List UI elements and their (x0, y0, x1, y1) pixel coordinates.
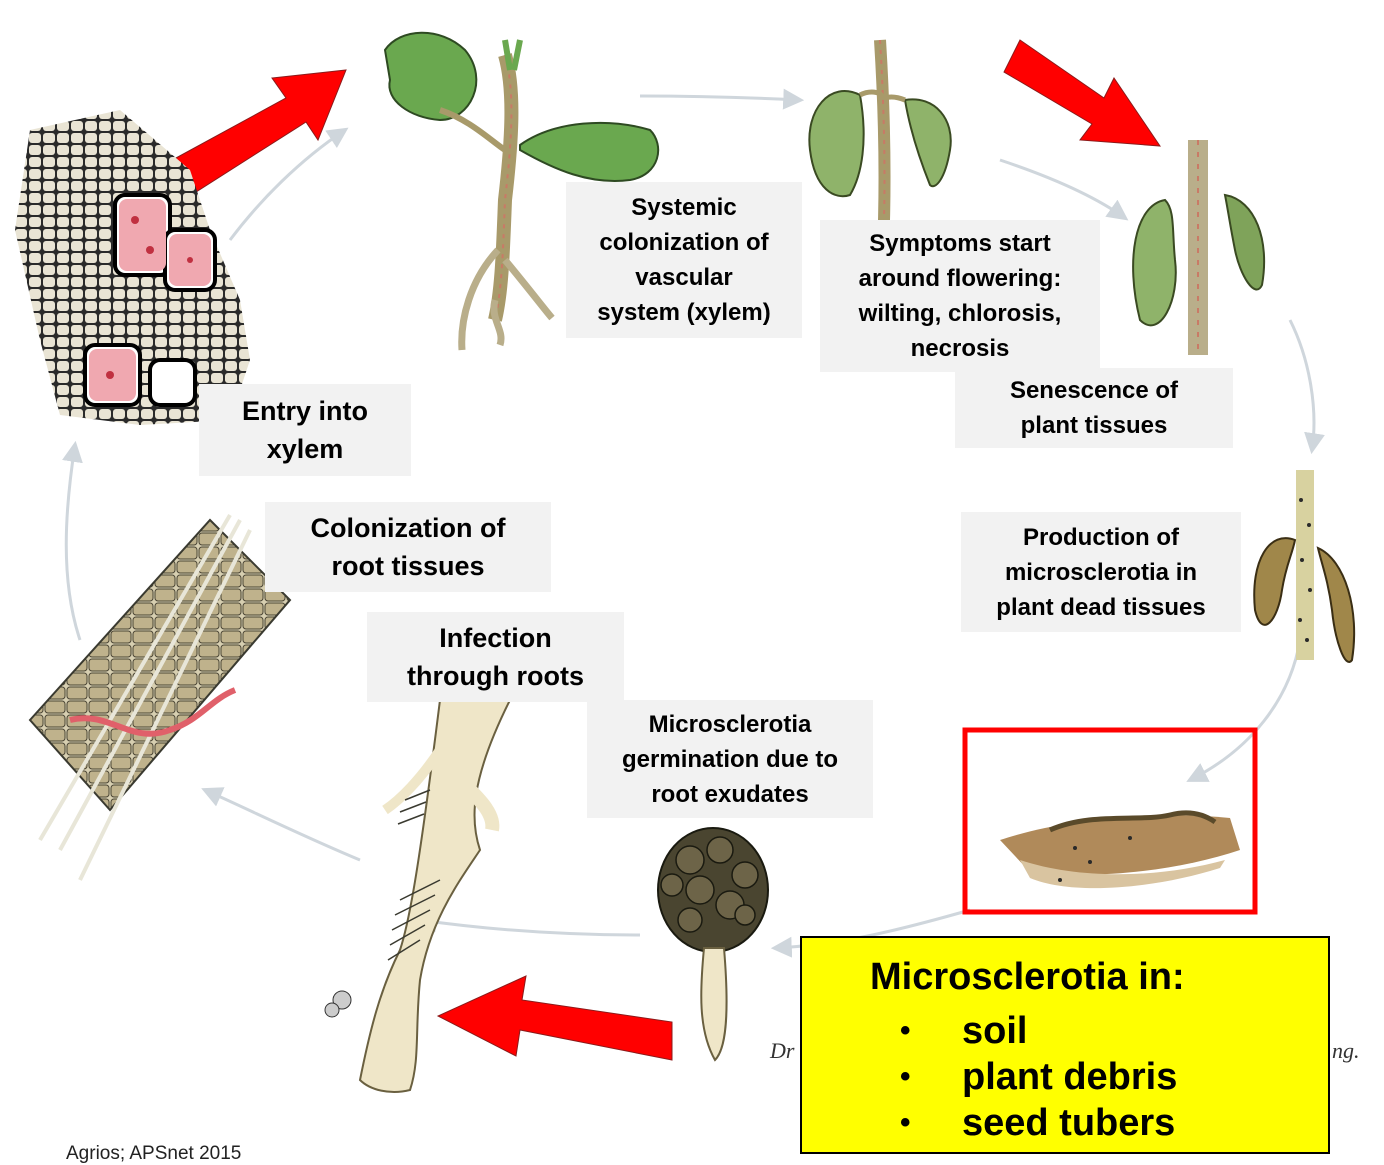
label-symptoms: Symptoms start around flowering: wilting… (820, 220, 1100, 372)
root-tissue-icon (30, 515, 290, 880)
inoculum-source-item: seed tubers (900, 1100, 1177, 1146)
image-credit-left: Dr (770, 1038, 794, 1064)
label-production: Production of microsclerotia in plant de… (961, 512, 1241, 632)
microsclerotium-icon (658, 828, 768, 1060)
inoculum-source-list: soil plant debris seed tubers (900, 1008, 1177, 1146)
image-credit-right: ng. (1332, 1038, 1360, 1064)
red-arrow-to-root (438, 976, 672, 1060)
red-arrow-to-senescence (1004, 40, 1160, 146)
label-infection: Infection through roots (367, 612, 624, 702)
red-arrow-to-seedling (176, 70, 346, 192)
label-germination: Microsclerotia germination due to root e… (587, 700, 873, 818)
source-caption: Agrios; APSnet 2015 (66, 1143, 241, 1165)
label-systemic: Systemic colonization of vascular system… (566, 182, 802, 338)
dead-stem-icon (1254, 470, 1354, 662)
soil-debris-icon (1000, 813, 1240, 888)
label-colonization: Colonization of root tissues (265, 502, 551, 592)
inoculum-source-item: soil (900, 1008, 1177, 1054)
inoculum-source-item: plant debris (900, 1054, 1177, 1100)
senescent-plant-icon (1133, 140, 1264, 355)
label-entry: Entry into xylem (199, 384, 411, 476)
inoculum-source-box: Microsclerotia in: soil plant debris see… (800, 936, 1330, 1154)
label-senescence: Senescence of plant tissues (955, 368, 1233, 448)
inoculum-source-title: Microsclerotia in: (870, 956, 1185, 999)
